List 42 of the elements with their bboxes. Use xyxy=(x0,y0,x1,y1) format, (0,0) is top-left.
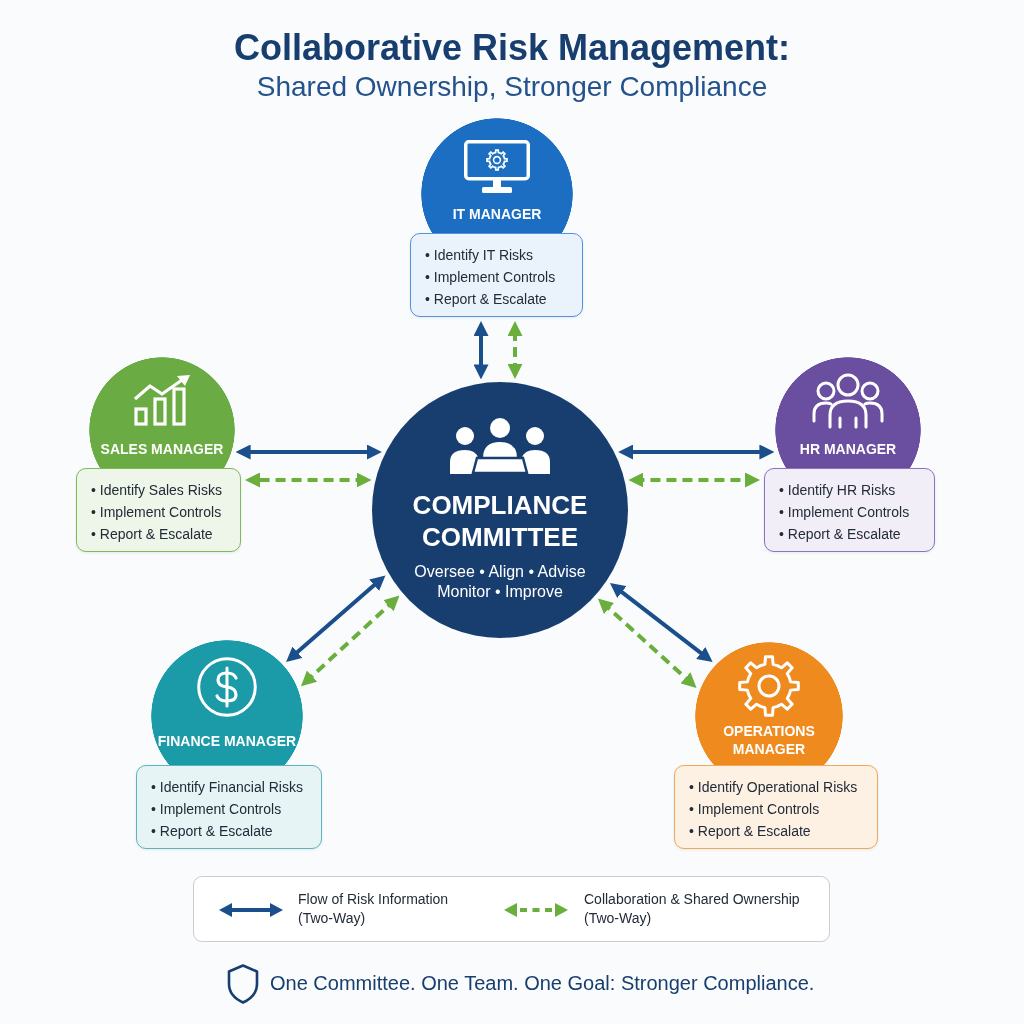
task-item: • Identify IT Risks xyxy=(425,246,534,265)
role-title: IT MANAGER xyxy=(452,205,542,223)
task-item: • Implement Controls xyxy=(779,503,910,522)
dashed-two-way-arrow xyxy=(596,597,698,690)
task-item: • Implement Controls xyxy=(425,268,556,287)
task-item: • Identify Operational Risks xyxy=(689,778,858,797)
subtitle: Shared Ownership, Stronger Compliance xyxy=(256,70,768,104)
committee-title: COMPLIANCE COMMITTEE xyxy=(412,489,588,553)
legend-text: Collaboration & Shared Ownership (Two-Way) xyxy=(584,890,801,928)
role-title: SALES MANAGER xyxy=(100,440,224,458)
two-way-arrow xyxy=(473,321,489,380)
task-item: • Report & Escalate xyxy=(425,290,547,309)
task-item: • Report & Escalate xyxy=(151,822,273,841)
task-item: • Report & Escalate xyxy=(689,822,811,841)
task-item: • Implement Controls xyxy=(689,800,820,819)
task-item: • Report & Escalate xyxy=(91,525,213,544)
two-way-arrow xyxy=(235,444,382,460)
task-item: • Implement Controls xyxy=(151,800,282,819)
two-way-arrow xyxy=(618,444,775,460)
task-item: • Report & Escalate xyxy=(779,525,901,544)
title: Collaborative Risk Management: xyxy=(233,27,791,69)
dashed-two-way-arrow xyxy=(507,321,523,379)
task-list-box xyxy=(136,765,322,849)
committee-duties: Oversee • Align • Advise Monitor • Improve xyxy=(413,562,587,602)
dashed-two-way-arrow xyxy=(299,594,401,688)
task-item: • Identify HR Risks xyxy=(779,481,896,500)
task-list-box xyxy=(410,233,583,317)
task-item: • Identify Financial Risks xyxy=(151,778,303,797)
task-item: • Identify Sales Risks xyxy=(91,481,222,500)
task-list-box xyxy=(76,468,241,552)
task-item: • Implement Controls xyxy=(91,503,222,522)
task-list-box xyxy=(764,468,935,552)
dashed-two-way-arrow xyxy=(628,472,760,488)
tagline: One Committee. One Team. One Goal: Stronger Compliance. xyxy=(270,971,815,995)
role-title: HR MANAGER xyxy=(799,440,897,458)
legend-text: Flow of Risk Information (Two-Way) xyxy=(298,890,450,928)
two-way-arrow xyxy=(284,573,387,664)
dashed-two-way-arrow xyxy=(245,472,372,488)
role-title: OPERATIONS MANAGER xyxy=(723,722,815,758)
task-list-box xyxy=(674,765,878,849)
role-title: FINANCE MANAGER xyxy=(157,732,297,750)
two-way-arrow xyxy=(608,581,714,664)
